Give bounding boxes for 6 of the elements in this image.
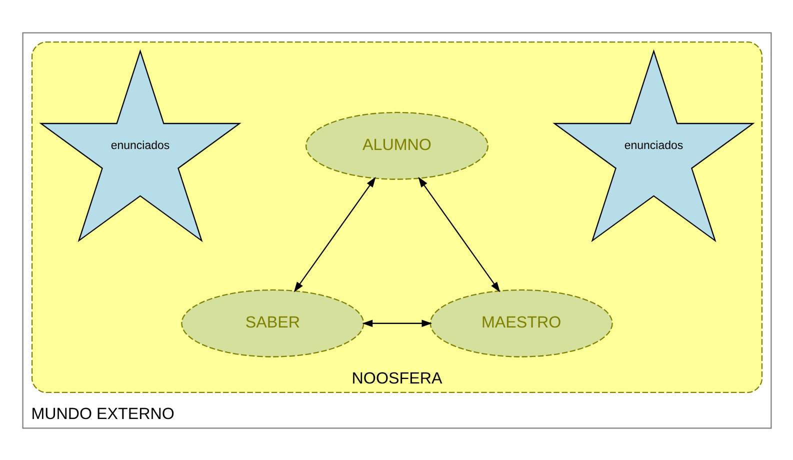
arrow [418, 176, 500, 292]
arrow [362, 319, 432, 326]
node-ellipse: ALUMNO [304, 111, 488, 180]
node-ellipse: MAESTRO [429, 288, 612, 357]
arrow [293, 176, 376, 292]
node-ellipse: SABER [180, 288, 364, 357]
